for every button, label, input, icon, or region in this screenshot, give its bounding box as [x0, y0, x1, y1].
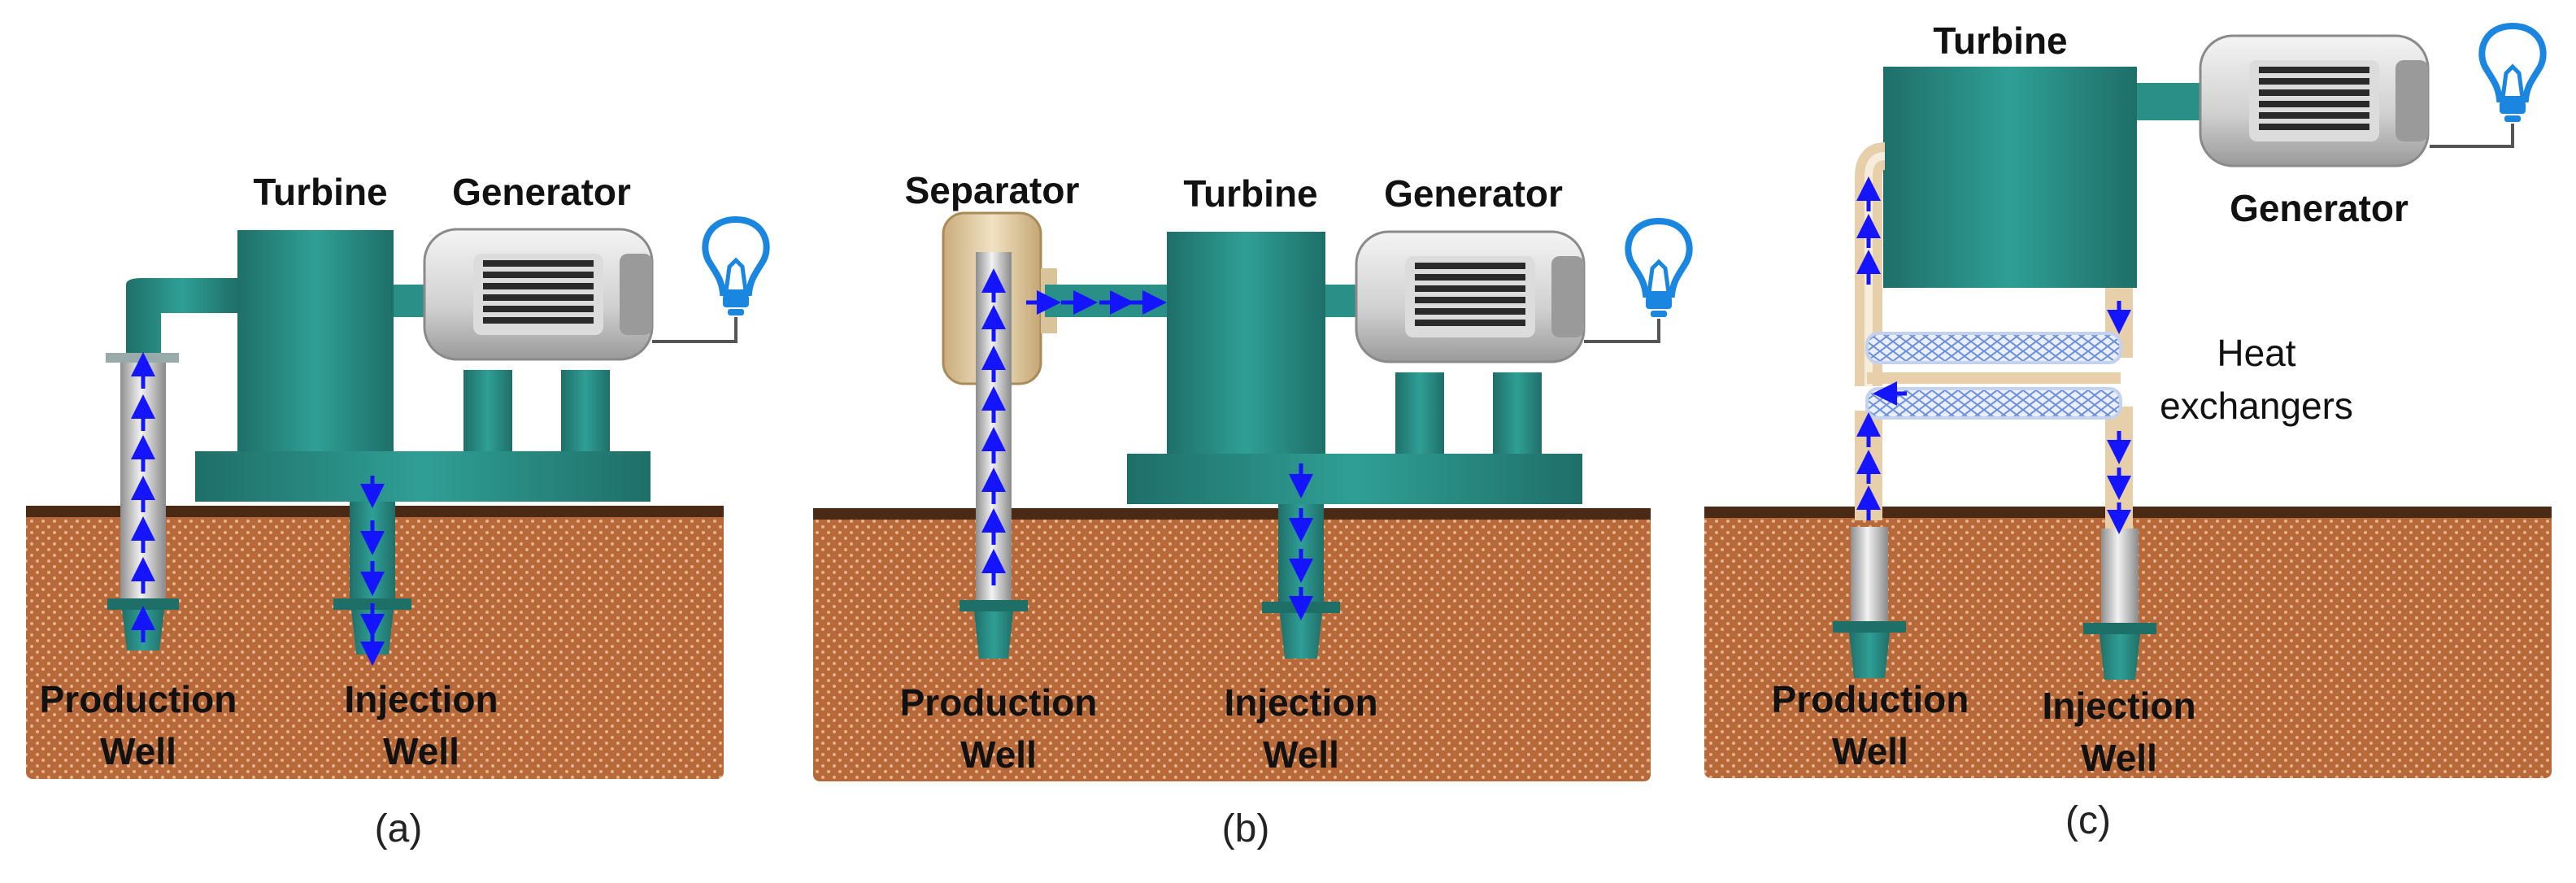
turbine-b — [1167, 232, 1325, 454]
panel-a: Turbine Generator Production Well Inject… — [26, 171, 767, 850]
generator-leg-a1 — [463, 370, 512, 451]
production-well-label-a-line1: Production — [40, 678, 237, 720]
turbine-c — [1883, 67, 2137, 288]
heat-exchangers-label-c-line1: Heat — [2217, 332, 2295, 374]
turbine-shaft-a — [394, 285, 426, 317]
injection-well-label-c-line2: Well — [2081, 737, 2157, 779]
generator-a — [423, 228, 654, 361]
ground-b — [813, 508, 1651, 781]
production-pipe-b — [976, 252, 1012, 602]
heat-exchanger-top-c — [1865, 332, 2122, 364]
injection-pipe-a — [350, 502, 395, 599]
panel-b: Separator Turbine Generator Production W… — [813, 169, 1690, 850]
injection-well-label-a-line1: Injection — [344, 678, 498, 720]
injection-well-label-a-line2: Well — [383, 730, 459, 772]
production-well-label-c-line1: Production — [1772, 678, 1969, 720]
turbine-label-c: Turbine — [1933, 20, 2067, 62]
production-well-label-b-line2: Well — [960, 733, 1037, 776]
generator-label-b: Generator — [1384, 172, 1563, 215]
lightbulb-a-icon — [705, 220, 766, 315]
generator-label-a: Generator — [452, 171, 631, 213]
generator-label-c: Generator — [2230, 187, 2408, 229]
turbine-base-a — [195, 451, 651, 502]
heat-exchanger-bottom-c — [1865, 387, 2122, 420]
injection-well-label-b-line1: Injection — [1224, 681, 1377, 724]
production-well-label-b-line1: Production — [900, 681, 1098, 724]
turbine-label-b: Turbine — [1183, 172, 1317, 215]
injection-well-label-b-line2: Well — [1263, 733, 1339, 776]
generator-b — [1355, 230, 1586, 363]
injection-well-label-c-line1: Injection — [2042, 685, 2195, 727]
generator-c — [2199, 34, 2430, 167]
caption-c: (c) — [2065, 799, 2111, 842]
steam-pipe-a — [126, 278, 237, 358]
ground-surface-b — [813, 508, 1651, 520]
caption-b: (b) — [1222, 807, 1270, 850]
lightbulb-b-icon — [1628, 221, 1689, 317]
turbine-a — [237, 230, 394, 451]
lightbulb-c-icon — [2482, 26, 2543, 122]
panel-c: Turbine Generator Heat exchangers Produc… — [1704, 20, 2552, 842]
production-well-label-a-line2: Well — [100, 730, 176, 772]
separator-label-b: Separator — [905, 169, 1080, 211]
production-well-label-c-line2: Well — [1832, 730, 1908, 772]
injection-pipe-c — [2101, 528, 2139, 624]
production-pipe-a — [120, 363, 166, 598]
generator-leg-a2 — [561, 370, 610, 451]
production-wellhead-a — [106, 353, 179, 363]
production-pipe-c — [1851, 527, 1888, 623]
turbine-label-a: Turbine — [253, 171, 387, 213]
caption-a: (a) — [375, 807, 423, 850]
heat-exchangers-label-c-line2: exchangers — [2160, 385, 2353, 427]
turbine-base-b — [1127, 454, 1582, 504]
